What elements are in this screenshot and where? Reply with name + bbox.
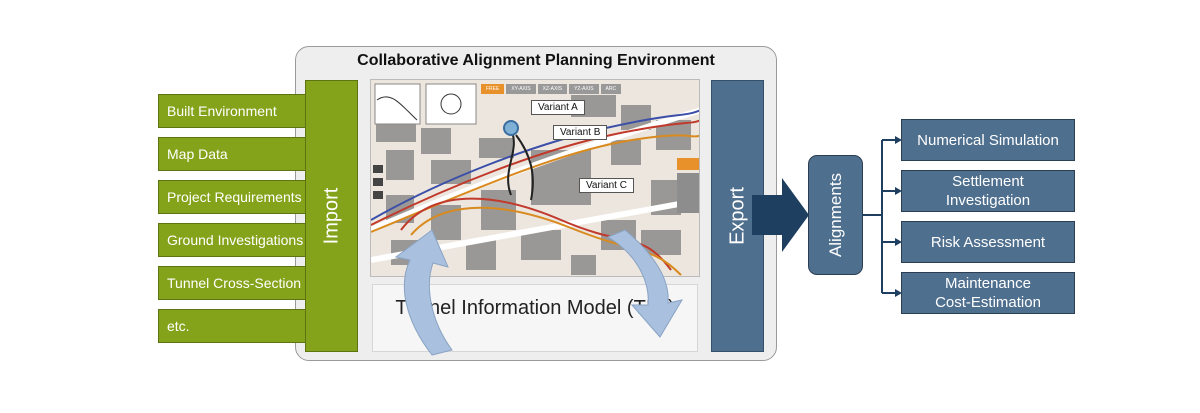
up-curved-arrow	[394, 229, 453, 356]
input-map-data: Map Data	[158, 137, 318, 171]
output-risk-assessment: Risk Assessment	[901, 221, 1075, 263]
tab-arc[interactable]: ARC	[600, 84, 622, 94]
input-etc: etc.	[158, 309, 318, 343]
import-bar: Import	[305, 80, 358, 352]
diagram-title: Collaborative Alignment Planning Environ…	[357, 52, 715, 69]
input-project-requirements: Project Requirements	[158, 180, 318, 214]
input-ground-investigations: Ground Investigations	[158, 223, 318, 257]
alignments-label: Alignments	[825, 172, 845, 258]
tim-label: Tunnel Information Model (TIM)	[395, 297, 675, 319]
output-settlement-investigation: Settlement Investigation	[901, 170, 1075, 212]
tab-xy-axis[interactable]: XY-AXIS	[506, 84, 536, 94]
alignments-box: Alignments	[808, 155, 863, 275]
input-tunnel-cross-section: Tunnel Cross-Section	[158, 266, 318, 300]
connector-tree	[862, 136, 902, 297]
import-label: Import	[320, 187, 342, 245]
output-numerical-simulation: Numerical Simulation	[901, 119, 1075, 161]
tab-yz-axis[interactable]: YZ-AXIS	[569, 84, 599, 94]
tim-arrows	[394, 229, 684, 356]
variant-b-label: Variant B	[553, 125, 608, 140]
variant-a-label: Variant A	[531, 100, 585, 115]
output-maintenance-cost-estimation: Maintenance Cost-Estimation	[901, 272, 1075, 314]
tab-xz-axis[interactable]: XZ-AXIS	[537, 84, 568, 94]
export-arrow	[752, 178, 809, 252]
input-built-environment: Built Environment	[158, 94, 318, 128]
variant-c-label: Variant C	[579, 178, 634, 193]
tab-free[interactable]: FREE	[481, 84, 505, 94]
view-mode-tabs: FREE XY-AXIS XZ-AXIS YZ-AXIS ARC	[481, 84, 622, 94]
export-label: Export	[726, 187, 748, 245]
down-curved-arrow	[606, 229, 684, 338]
